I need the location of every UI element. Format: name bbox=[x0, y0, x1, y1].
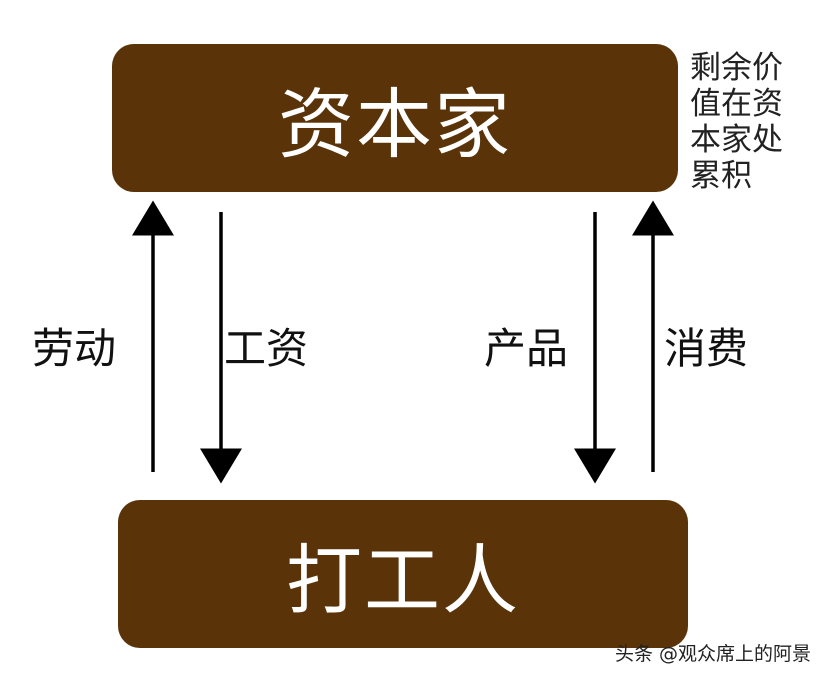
capitalist-box: 资本家 bbox=[112, 44, 678, 192]
consume-label: 消费 bbox=[664, 324, 749, 373]
capitalist-label: 资本家 bbox=[278, 80, 512, 169]
surplus-value-note: 剩余价值在资本家处累积 bbox=[690, 50, 783, 194]
worker-label: 打工人 bbox=[286, 536, 520, 625]
labor-label: 劳动 bbox=[32, 324, 117, 373]
wage-label: 工资 bbox=[224, 324, 309, 373]
product-label: 产品 bbox=[484, 324, 569, 373]
watermark: 头条 @观众席上的阿景 bbox=[614, 643, 811, 665]
worker-box: 打工人 bbox=[118, 500, 688, 648]
